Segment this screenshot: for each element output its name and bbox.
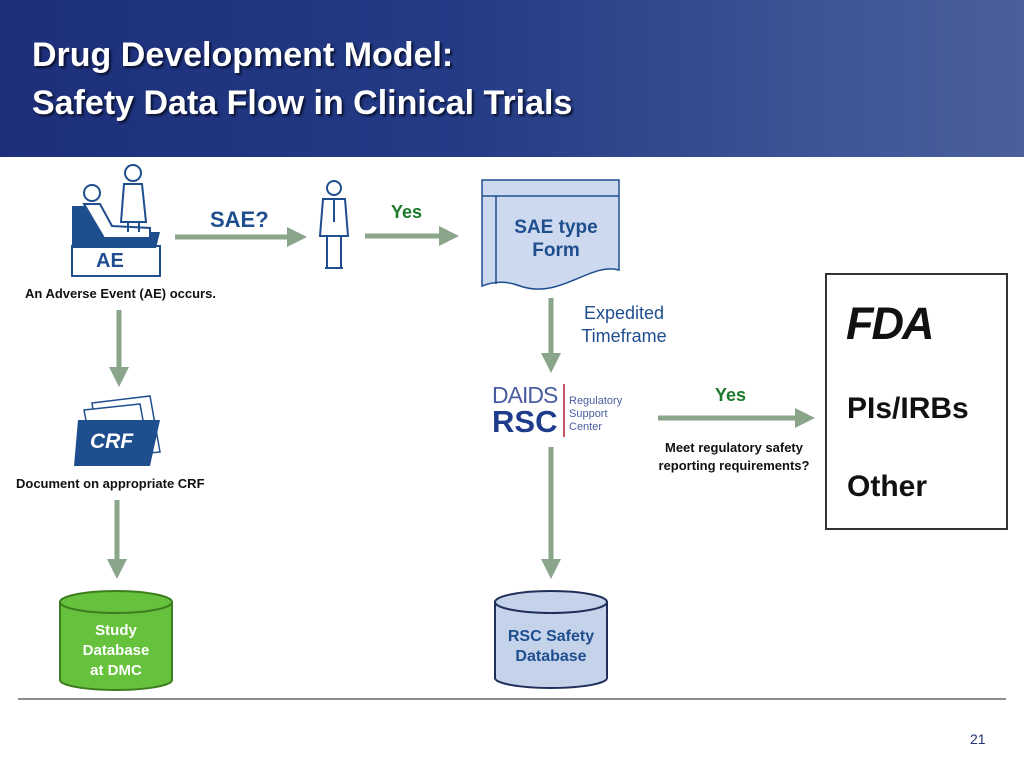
daids-logo-line-3: Center (569, 421, 603, 433)
daids-logo-top: DAIDS (492, 382, 558, 408)
daids-logo-line-1: Regulatory (569, 395, 623, 407)
recipients-box (825, 273, 1008, 530)
title-banner: Drug Development Model: Safety Data Flow… (0, 0, 1024, 157)
crf-folder-icon (74, 395, 161, 466)
sae-form-label: SAE type Form (498, 216, 614, 262)
rsc-db-line-1: RSC Safety (507, 628, 595, 645)
recipient-other: Other (847, 470, 928, 503)
sae-question: SAE? (210, 207, 269, 232)
title-line-1: Drug Development Model: (32, 36, 454, 74)
yes-label-right: Yes (715, 385, 747, 405)
study-db-line-2: Database (82, 642, 150, 659)
expedited-line-2: Timeframe (581, 326, 667, 346)
meet-line-1: Meet regulatory safety (665, 440, 803, 455)
recipient-pis-irbs: PIs/IRBs (847, 392, 969, 425)
expedited-timeframe: Expedited Timeframe (570, 302, 678, 348)
doctor-icon (318, 180, 350, 269)
ae-caption: An Adverse Event (AE) occurs. (25, 286, 216, 301)
form-document-icon (481, 179, 620, 290)
rsc-database-cylinder (494, 590, 608, 689)
fda-logo: FDA (846, 298, 934, 349)
meet-requirements-question: Meet regulatory safety reporting require… (646, 439, 822, 475)
study-db-line-1: Study (95, 622, 137, 639)
rsc-db-line-2: Database (515, 648, 587, 665)
study-database-cylinder (59, 590, 173, 691)
sae-form-line-2: Form (532, 240, 580, 261)
footer-divider (18, 698, 1006, 700)
crf-caption: Document on appropriate CRF (16, 476, 205, 491)
rsc-database-label: RSC Safety Database (495, 627, 607, 667)
sae-form-line-1: SAE type (514, 217, 598, 238)
study-database-label: Study Database at DMC (62, 621, 170, 681)
patient-bed-icon (71, 164, 161, 277)
expedited-line-1: Expedited (583, 303, 665, 323)
yes-label-top: Yes (391, 202, 423, 222)
crf-badge: CRF (90, 430, 134, 453)
title-line-2: Safety Data Flow in Clinical Trials (32, 84, 573, 122)
daids-logo-line-2: Support (569, 408, 608, 420)
study-db-line-3: at DMC (90, 662, 142, 679)
daids-logo-bottom: RSC (492, 404, 558, 439)
ae-badge: AE (96, 250, 124, 272)
daids-logo-text: Regulatory Support Center (569, 395, 622, 434)
page-number: 21 (970, 731, 986, 747)
meet-line-2: reporting requirements? (658, 458, 810, 473)
